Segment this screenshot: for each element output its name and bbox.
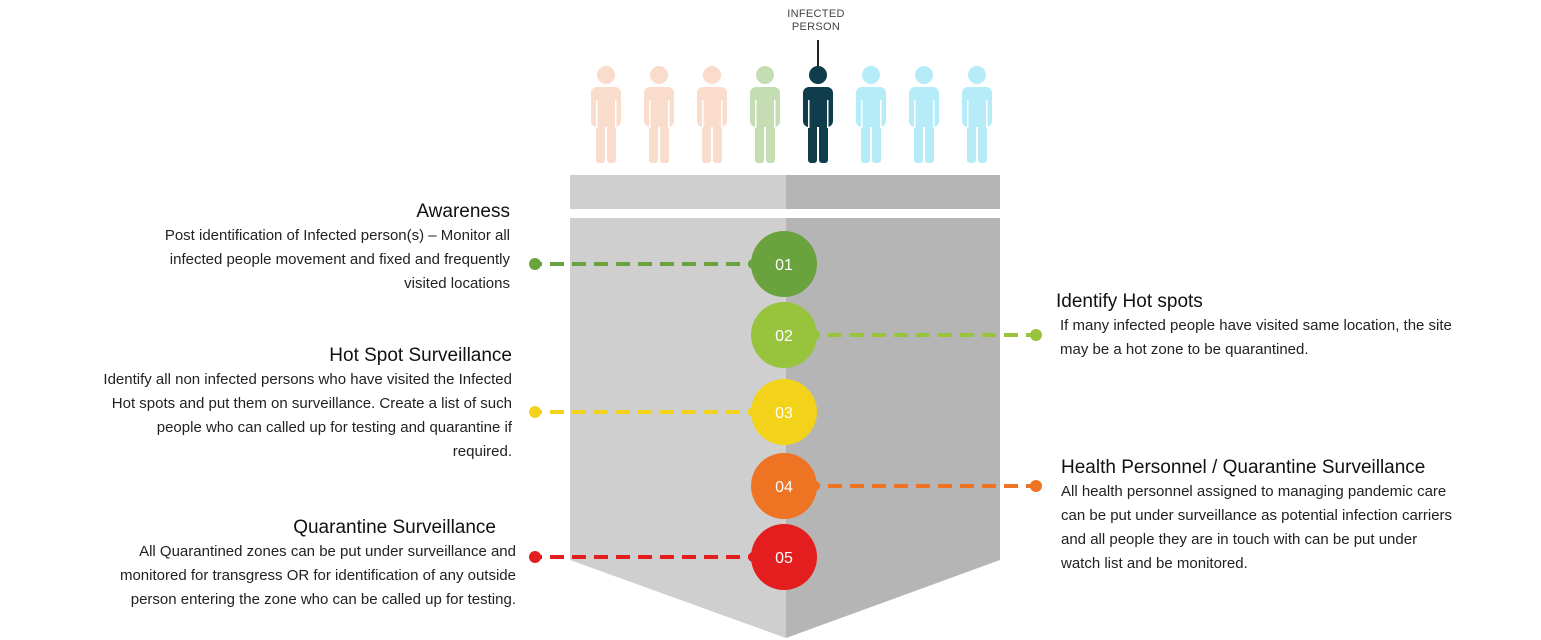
step-01-text: Awareness Post identification of Infecte… <box>40 200 510 296</box>
top-band-right <box>786 175 1000 209</box>
step-04-circle <box>751 453 817 519</box>
step-05-text: Quarantine Surveillance All Quarantined … <box>20 516 516 612</box>
step-04-title: Health Personnel / Quarantine Surveillan… <box>1061 457 1426 478</box>
step-01-circle <box>751 231 817 297</box>
person-icon <box>697 66 727 163</box>
step-01-title: Awareness <box>416 201 510 222</box>
infected-label-line2: PERSON <box>791 21 841 33</box>
person-icon <box>750 66 780 163</box>
step-03-line-4: required. <box>452 443 512 460</box>
step-04-text: Health Personnel / Quarantine Surveillan… <box>1061 456 1539 576</box>
step-05-endpoint-dot <box>529 551 541 563</box>
step-04-line-2: can be put under surveillance as potenti… <box>1061 507 1453 524</box>
step-02-title: Identify Hot spots <box>1056 291 1203 312</box>
infected-label-line1: INFECTED <box>787 8 845 20</box>
step-04-endpoint-dot <box>1030 480 1042 492</box>
step-03-number: 03 <box>775 405 793 422</box>
step-02-circle <box>751 302 817 368</box>
step-02-line-2: may be a hot zone to be quarantined. <box>1060 341 1309 358</box>
person-icon <box>962 66 992 163</box>
step-01-line-3: visited locations <box>404 275 510 292</box>
step-05-circle <box>751 524 817 590</box>
step-02-number: 02 <box>775 328 793 345</box>
people-row <box>591 66 992 163</box>
step-03-line-1: Identify all non infected persons who ha… <box>103 371 512 388</box>
connectors <box>529 258 1042 563</box>
step-05-line-1: All Quarantined zones can be put under s… <box>139 543 516 560</box>
step-03-title: Hot Spot Surveillance <box>329 345 512 366</box>
step-04-line-1: All health personnel assigned to managin… <box>1061 483 1447 500</box>
step-05-line-2: monitored for transgress OR for identifi… <box>119 567 516 584</box>
step-04-line-4: watch list and be monitored. <box>1061 555 1248 572</box>
infected-person-label: INFECTED PERSON <box>756 8 876 34</box>
person-icon <box>591 66 621 163</box>
step-circles: 01 02 03 04 05 <box>751 231 817 590</box>
infected-person-icon <box>803 66 833 163</box>
step-03-line-3: people who can called up for testing and… <box>156 419 512 436</box>
person-icon <box>856 66 886 163</box>
top-band-left <box>570 175 786 209</box>
step-01-line-2: infected people movement and fixed and f… <box>169 251 510 268</box>
step-01-endpoint-dot <box>529 258 541 270</box>
step-03-line-2: Hot spots and put them on surveillance. … <box>111 395 512 412</box>
step-03-endpoint-dot <box>529 406 541 418</box>
person-icon <box>644 66 674 163</box>
shield-left-half <box>570 218 786 638</box>
step-04-line-3: and all people they are in touch with ca… <box>1061 531 1418 548</box>
step-02-text: Identify Hot spots If many infected peop… <box>1056 290 1536 362</box>
step-03-circle <box>751 379 817 445</box>
shield-right-half <box>786 218 1000 638</box>
step-04-number: 04 <box>775 479 793 496</box>
step-02-line-1: If many infected people have visited sam… <box>1060 317 1452 334</box>
step-05-line-3: person entering the zone who can be call… <box>130 591 516 608</box>
step-03-text: Hot Spot Surveillance Identify all non i… <box>8 344 512 464</box>
step-05-number: 05 <box>775 550 793 567</box>
step-02-endpoint-dot <box>1030 329 1042 341</box>
step-01-number: 01 <box>775 257 793 274</box>
step-01-line-1: Post identification of Infected person(s… <box>164 227 510 244</box>
step-05-title: Quarantine Surveillance <box>293 517 496 538</box>
person-icon <box>909 66 939 163</box>
